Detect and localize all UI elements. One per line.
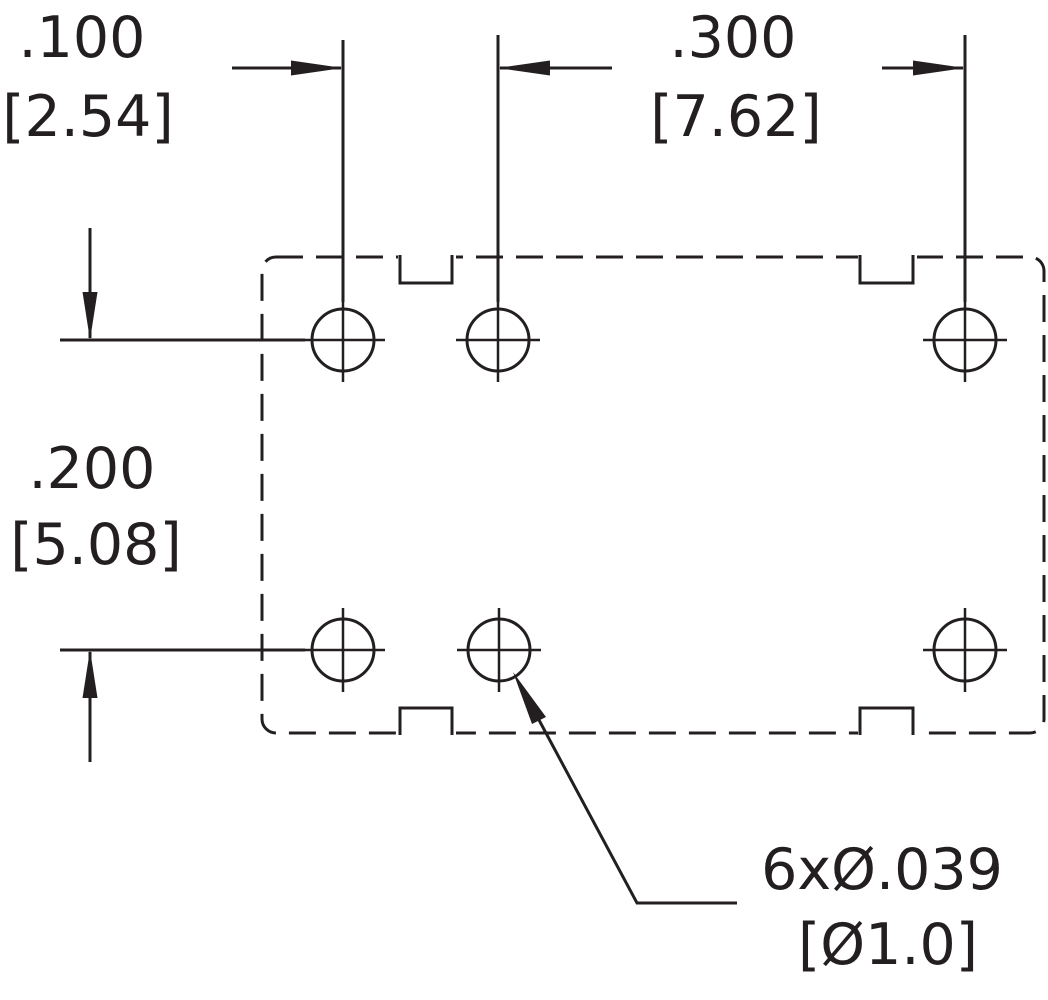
pin-hole [923,608,1007,692]
dimension-arrowhead [82,292,98,340]
dim-pitch-large-inches-label: .300 [670,5,797,71]
polarity-notch-bottom-right [858,706,917,738]
notch-outline [398,255,454,285]
pin-hole [923,298,1007,382]
dimension-pitch-small [232,60,612,76]
dim-pitch-small-mm-label: [2.54] [2,84,173,150]
hole-callout-inches-label: 6xØ.039 [761,837,1003,903]
dimension-row-spacing [60,228,305,762]
pin-hole [301,608,385,692]
hole-callout-mm-label: [Ø1.0] [798,912,978,978]
dimension-arrowhead [291,60,343,76]
dim-row-spacing-mm-label: [5.08] [10,512,181,578]
polarity-notch-top-left [398,252,456,285]
dimension-arrowhead [498,60,550,76]
component-outline [260,255,1046,735]
dim-pitch-large-mm-label: [7.62] [650,84,821,150]
notch-edge-mask [398,729,456,738]
notch-outline [398,706,454,735]
notch-edge-mask [858,729,917,738]
dim-pitch-small-inches-label: .100 [19,5,146,71]
dimension-arrowhead [913,60,965,76]
polarity-notch-bottom-left [398,706,456,738]
pin-hole [457,608,541,692]
pin-hole [456,298,540,382]
pin-hole [301,298,385,382]
notch-outline [858,706,915,735]
notch-edge-mask [858,252,917,261]
polarity-notch-top-right [858,252,917,285]
leader-line [537,719,737,905]
dimension-pitch-large [882,60,965,76]
pin-holes [301,298,1007,692]
notch-outline [858,255,915,285]
dim-row-spacing-inches-label: .200 [29,436,156,502]
hole-callout-leader [513,672,737,905]
dimension-arrowhead [82,650,98,698]
notch-edge-mask [398,252,456,261]
leader-arrowhead [513,672,546,724]
